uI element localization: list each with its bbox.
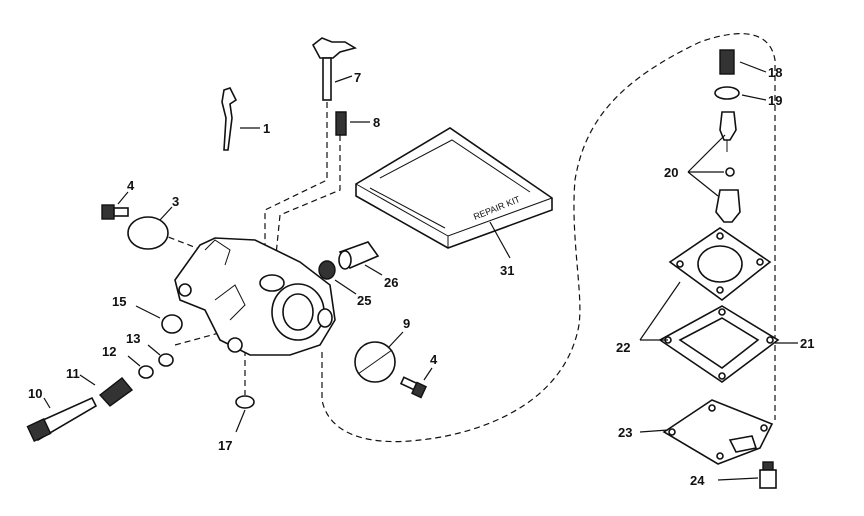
part-drain-gasket: 17 <box>218 395 255 453</box>
part-throttle-shaft: 7 <box>311 37 361 101</box>
part-repair-kit-box: REPAIR KIT 31 <box>355 127 553 278</box>
label-21: 21 <box>800 336 814 351</box>
label-7: 7 <box>354 70 361 85</box>
part-pump-diaphragm <box>668 227 772 302</box>
part-inlet-fitting: 26 <box>338 241 398 290</box>
part-screw-upper: 4 <box>101 178 135 220</box>
part-adjust-spring: 11 <box>66 366 134 407</box>
part-adjusting-needle: 10 <box>26 386 98 442</box>
label-23: 23 <box>618 425 632 440</box>
part-pump-gasket: 21 <box>658 305 814 383</box>
label-31: 31 <box>500 263 514 278</box>
label-18: 18 <box>768 65 782 80</box>
label-8: 8 <box>373 115 380 130</box>
assembly-line-throttle-rod <box>264 102 328 268</box>
label-24: 24 <box>690 473 705 488</box>
label-15: 15 <box>112 294 126 309</box>
label-10: 10 <box>28 386 42 401</box>
label-17: 17 <box>218 438 232 453</box>
part-pump-cover: 23 <box>618 399 774 465</box>
part-screw-lower: 4 <box>399 352 438 399</box>
label-25: 25 <box>357 293 371 308</box>
label-26: 26 <box>384 275 398 290</box>
part-pump-spring: 18 <box>719 49 782 80</box>
part-washer: 12 <box>102 344 154 379</box>
label-22: 22 <box>616 340 630 355</box>
assembly-line-spring <box>274 135 341 266</box>
label-1: 1 <box>263 121 270 136</box>
label-22-leaders: 22 <box>616 281 681 355</box>
part-choke-plate: 3 <box>127 194 179 250</box>
label-11: 11 <box>66 366 80 381</box>
part-o-ring: 13 <box>126 331 174 367</box>
label-13: 13 <box>126 331 140 346</box>
label-9: 9 <box>403 316 410 331</box>
part-choke-rod: 1 <box>221 87 270 151</box>
part-needle-seat: 25 <box>318 260 371 308</box>
label-4-upper: 4 <box>127 178 135 193</box>
part-outlet-fitting: 24 <box>690 461 777 489</box>
part-idle-spring: 8 <box>335 111 380 136</box>
part-throttle-plate: 9 <box>354 316 410 383</box>
label-4-lower: 4 <box>430 352 438 367</box>
part-retainer-ring: 19 <box>714 86 782 108</box>
part-carburetor-body <box>174 237 336 356</box>
label-3: 3 <box>172 194 179 209</box>
label-19: 19 <box>768 93 782 108</box>
label-20: 20 <box>664 165 678 180</box>
label-12: 12 <box>102 344 116 359</box>
kit-boundary-dashed <box>321 33 776 443</box>
part-welch-plug: 15 <box>112 294 183 334</box>
part-inlet-needle-group: 20 <box>664 111 741 223</box>
